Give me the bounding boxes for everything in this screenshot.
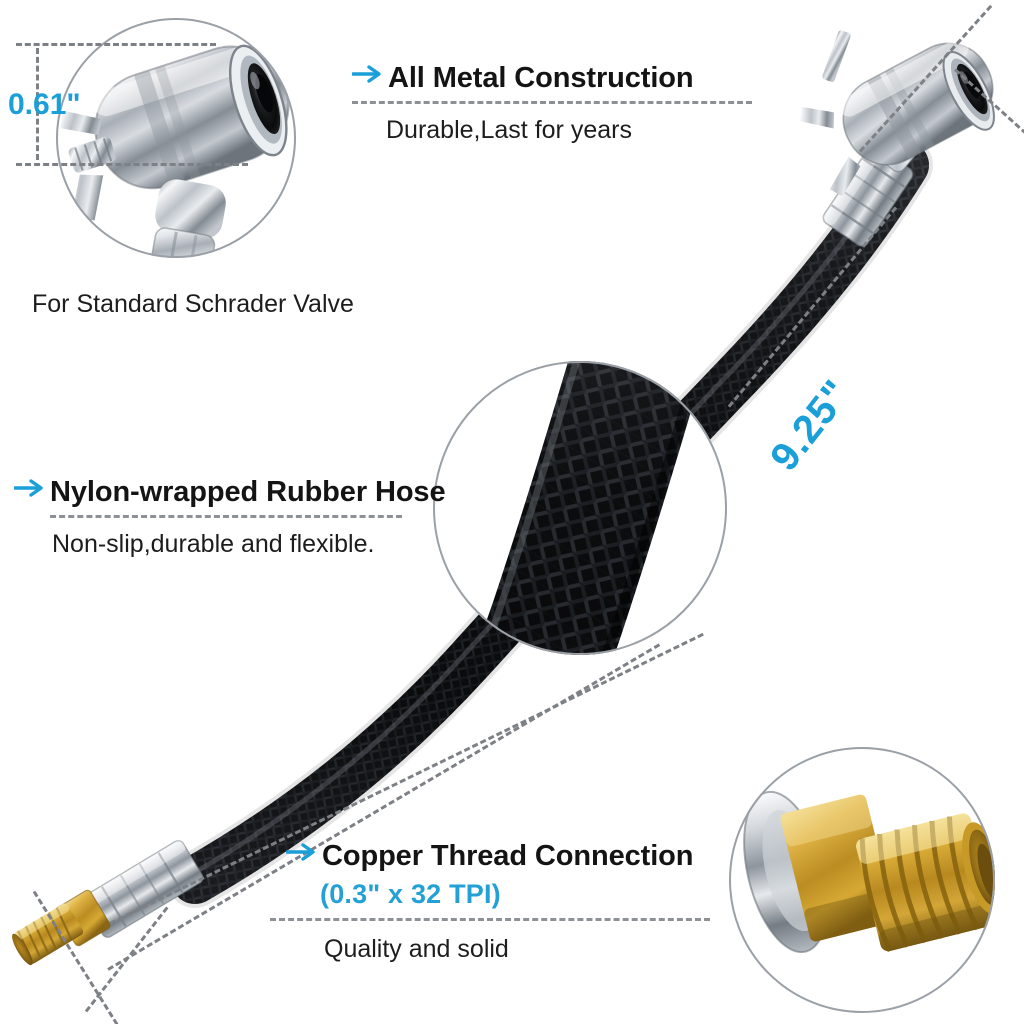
inset-circle-hose: [433, 361, 727, 655]
dimension-label-chuck-height: 0.61": [8, 88, 81, 121]
dim-guide-top-061: [16, 43, 216, 46]
callout-all-metal: All Metal Construction Durable,Last for …: [351, 62, 752, 145]
inset-circle-thread: [729, 747, 995, 1013]
callout-copper-thread-head: Copper Thread Connection: [285, 840, 726, 873]
arrow-right-icon: [13, 477, 44, 499]
arrow-right-icon: [285, 841, 316, 863]
callout-all-metal-title: All Metal Construction: [388, 62, 694, 94]
dim-guide-925-upper: [858, 4, 993, 153]
callout-copper-thread-subtitle: Quality and solid: [324, 935, 509, 963]
callout-all-metal-head: All Metal Construction: [351, 62, 752, 95]
callout-copper-thread-divider: [270, 918, 710, 921]
callout-copper-thread: Copper Thread Connection (0.3" x 32 TPI)…: [270, 840, 726, 964]
callout-nylon-hose-head: Nylon-wrapped Rubber Hose: [13, 476, 454, 509]
arrow-right-icon: [351, 63, 382, 85]
callout-nylon-hose-divider: [50, 515, 402, 518]
callout-copper-thread-title: Copper Thread Connection: [322, 840, 694, 872]
dim-guide-925-long: [727, 206, 898, 408]
label-schrader-valve: For Standard Schrader Valve: [32, 290, 354, 318]
callout-all-metal-divider: [352, 101, 752, 104]
air-chuck-head: [800, 30, 995, 247]
dim-guide-bottom-061: [16, 163, 248, 166]
dim-guide-925-cross: [953, 68, 1024, 171]
inset-circle-chuck: [56, 18, 296, 258]
dimension-label-hose-length: 9.25": [762, 371, 860, 480]
callout-copper-thread-spec: (0.3" x 32 TPI): [320, 879, 501, 909]
callout-nylon-hose-title: Nylon-wrapped Rubber Hose: [50, 476, 446, 508]
callout-nylon-hose: Nylon-wrapped Rubber Hose Non-slip,durab…: [13, 476, 454, 559]
callout-nylon-hose-subtitle: Non-slip,durable and flexible.: [52, 530, 375, 558]
brass-thread-end: [12, 840, 204, 966]
dim-guide-vertical-061: [36, 48, 39, 160]
callout-all-metal-subtitle: Durable,Last for years: [386, 116, 632, 144]
